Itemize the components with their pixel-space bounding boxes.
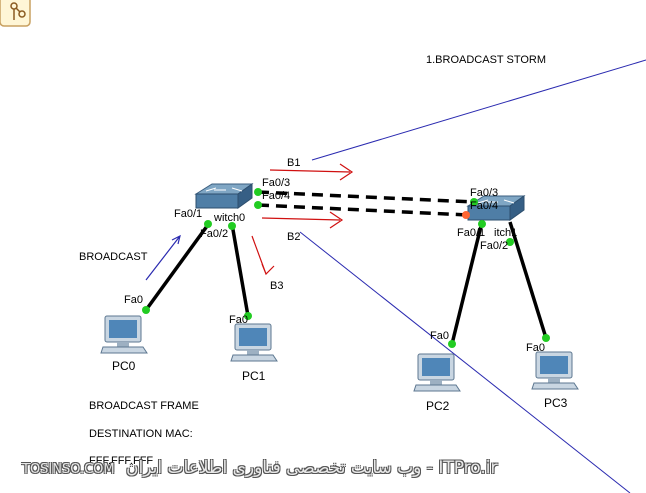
switch0-icon[interactable]	[194, 183, 254, 209]
link-pc1	[230, 223, 250, 317]
pc3-port: Fa0	[526, 342, 545, 354]
switch1-port-fa02: Fa0/2	[480, 240, 509, 252]
port-dot	[478, 220, 486, 228]
switch1-port-fa03: Fa0/3	[470, 187, 499, 199]
switch0-port-fa03: Fa0/3	[262, 177, 291, 189]
frame-note-line1: BROADCAST FRAME	[89, 400, 199, 412]
b3-arrow	[251, 235, 275, 276]
b2-label: B2	[287, 231, 301, 243]
port-dot	[244, 312, 252, 320]
link-fa04	[257, 203, 469, 217]
watermark-site: TOSINSO.COM	[22, 462, 115, 477]
broadcast-label: BROADCAST	[79, 251, 148, 263]
b3-label: B3	[270, 280, 284, 292]
pc0-port: Fa0	[124, 294, 143, 306]
pc1-port: Fa0	[229, 314, 248, 326]
link-pc2	[450, 221, 484, 345]
pc0-icon[interactable]	[100, 315, 148, 354]
storm-pen-line	[311, 59, 646, 161]
port-dot	[506, 238, 514, 246]
switch1-port-fa01: Fa0/1	[457, 227, 486, 239]
network-icon[interactable]	[0, 0, 31, 27]
port-dot	[254, 201, 262, 209]
link-fa03	[257, 190, 475, 204]
pc2-port: Fa0	[430, 330, 449, 342]
pc3-label: PC3	[544, 396, 568, 410]
port-dot	[448, 340, 456, 348]
pc1-label: PC1	[242, 369, 266, 383]
switch1-icon[interactable]	[466, 195, 526, 221]
port-dot	[142, 306, 150, 314]
b1-arrow	[269, 163, 354, 181]
pc2-label: PC2	[426, 399, 450, 413]
switch0-port-fa04: Fa0/4	[262, 190, 291, 202]
pc0-label: PC0	[112, 359, 136, 373]
frame-note-line2: DESTINATION MAC:	[89, 428, 193, 440]
watermark-text: ITPro.ir - وب سایت تخصصی فناوری اطلاعات …	[126, 458, 498, 478]
link-pc0	[144, 220, 212, 312]
port-dot	[470, 198, 478, 206]
port-dot	[542, 334, 550, 342]
switch1-port-fa04: Fa0/4	[470, 200, 499, 212]
frame-note-line3: FFF.FFF.FFF	[89, 455, 154, 467]
switch1-label: itch1	[494, 227, 518, 239]
port-dot	[228, 222, 236, 230]
b1-label: B1	[287, 157, 301, 169]
b2-pen-line	[299, 231, 631, 493]
switch0-port-fa02: Fa0/2	[200, 228, 229, 240]
switch0-label: witch0	[214, 212, 246, 224]
broadcast-pen-arrow	[145, 234, 181, 281]
b2-arrow	[261, 211, 344, 229]
pc3-icon[interactable]	[531, 351, 579, 390]
switch0-port-fa01: Fa0/1	[174, 208, 203, 220]
link-pc3	[508, 221, 548, 339]
diagram-title: 1.BROADCAST STORM	[426, 54, 547, 66]
port-dot-blocked	[462, 211, 470, 219]
port-dot	[254, 188, 262, 196]
port-dot	[204, 220, 212, 228]
pc2-icon[interactable]	[413, 353, 461, 392]
pc1-icon[interactable]	[230, 323, 278, 362]
